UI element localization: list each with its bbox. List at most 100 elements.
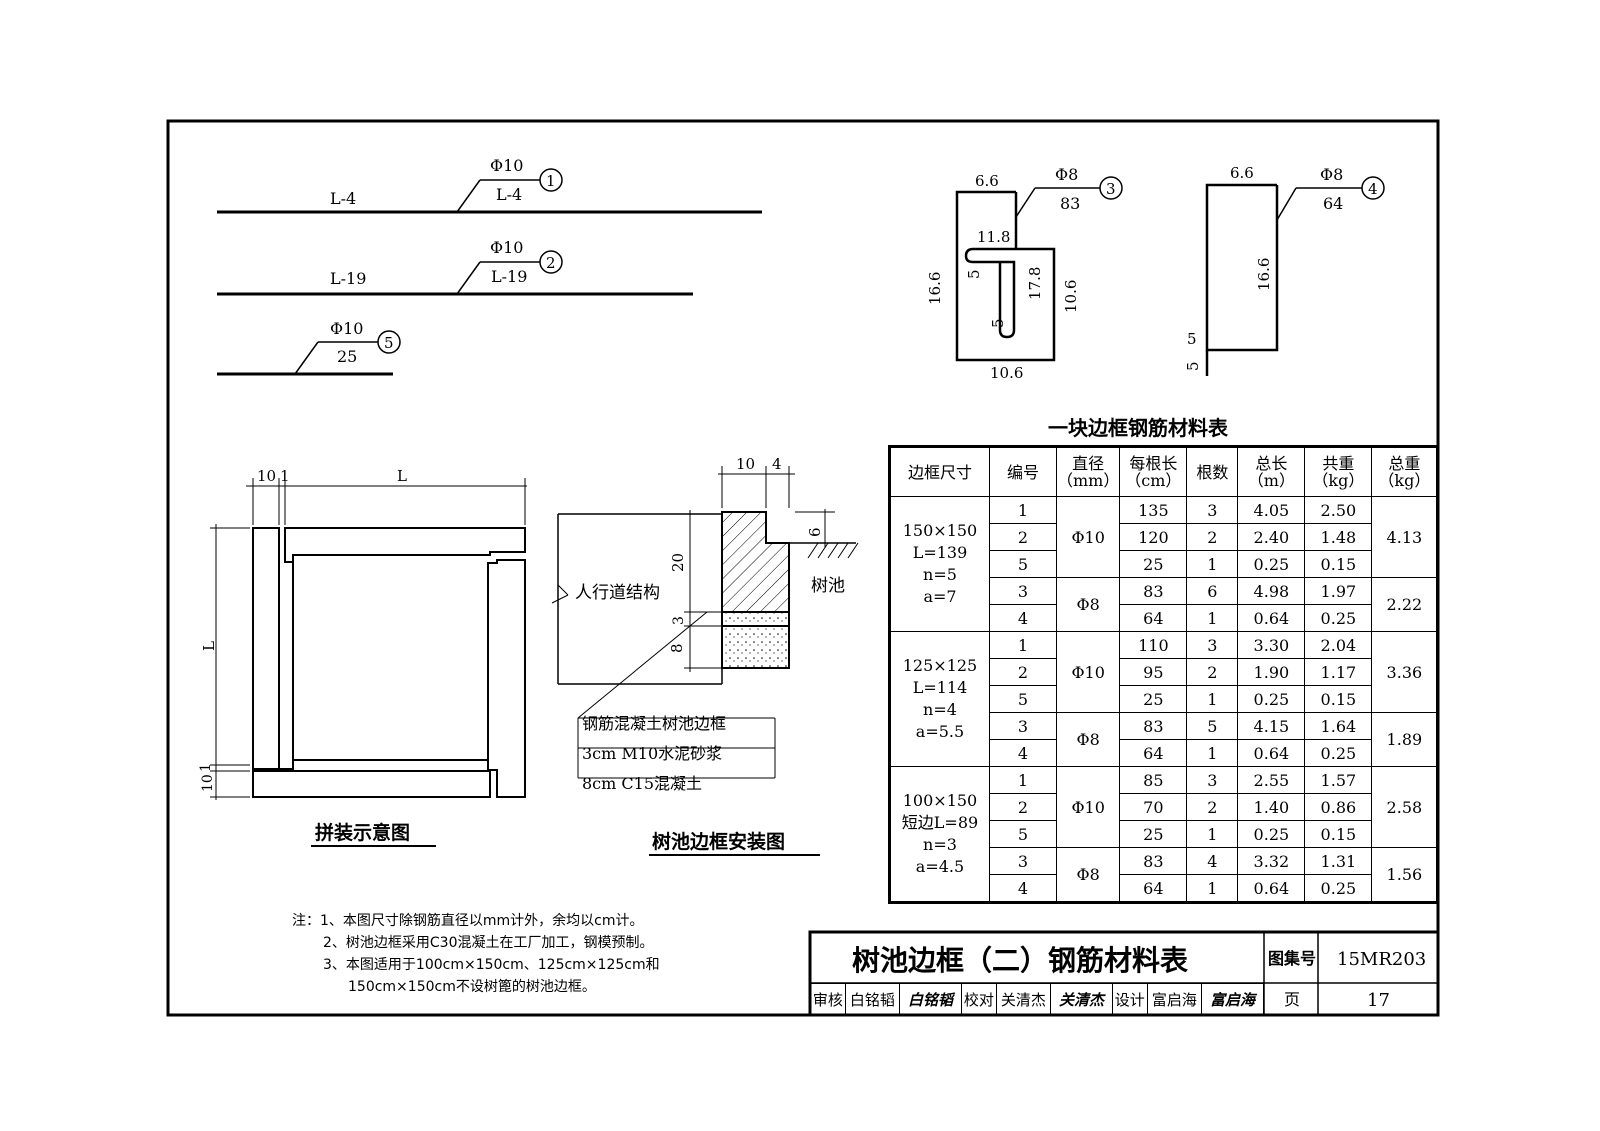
rebar-5-dia: Φ10 bbox=[330, 319, 363, 338]
table-header-cell: 编号 bbox=[989, 446, 1057, 497]
bar-number-cell: 4 bbox=[989, 739, 1057, 767]
bar-number-cell: 5 bbox=[989, 685, 1057, 713]
assembly-dim-L: L bbox=[397, 467, 407, 485]
length-cell: 95 bbox=[1119, 658, 1188, 686]
weight-cell: 1.64 bbox=[1304, 712, 1373, 740]
frame-size-text: L=139 bbox=[912, 543, 968, 562]
length-cell: 85 bbox=[1119, 766, 1188, 794]
count-cell: 1 bbox=[1186, 550, 1239, 578]
total-weight-cell: 1.89 bbox=[1371, 712, 1439, 767]
install-dim-8: 8 bbox=[668, 643, 686, 653]
length-cell: 25 bbox=[1119, 820, 1188, 848]
count-cell: 1 bbox=[1186, 685, 1239, 713]
rebar-2-shape: L-19 Φ10 L-19 2 bbox=[217, 238, 693, 296]
rebar-1-label: L-4 bbox=[330, 189, 356, 208]
review-name: 白铭韬 bbox=[844, 983, 901, 1015]
install-dim-20: 20 bbox=[669, 553, 687, 572]
rebar-4-foot1: 5 bbox=[1187, 330, 1197, 348]
table-header-text: 直径 bbox=[1072, 454, 1105, 473]
length-cell: 110 bbox=[1119, 631, 1188, 659]
length-cell: 83 bbox=[1119, 847, 1188, 875]
weight-cell: 1.48 bbox=[1304, 523, 1373, 551]
install-dimensions bbox=[551, 466, 859, 779]
count-cell: 6 bbox=[1186, 577, 1239, 605]
total-length-cell: 3.32 bbox=[1237, 847, 1306, 875]
assembly-diagram bbox=[252, 527, 526, 798]
rebar-2-label: L-19 bbox=[330, 269, 366, 288]
count-cell: 2 bbox=[1186, 658, 1239, 686]
count-cell: 5 bbox=[1186, 712, 1239, 740]
weight-cell: 1.97 bbox=[1304, 577, 1373, 605]
weight-cell: 0.86 bbox=[1304, 793, 1373, 821]
assembly-dim-10: 10 bbox=[257, 467, 276, 485]
count-cell: 2 bbox=[1186, 793, 1239, 821]
total-length-cell: 4.98 bbox=[1237, 577, 1306, 605]
table-header-text: 每根长 bbox=[1129, 454, 1178, 473]
material-table: 边框尺寸编号直径（mm）每根长（cm）根数总长（m）共重（kg）总重（kg） 1… bbox=[888, 445, 1440, 904]
frame-size-text: 100×150 bbox=[902, 791, 978, 810]
length-cell: 25 bbox=[1119, 550, 1188, 578]
table-header-text: （cm） bbox=[1125, 471, 1182, 490]
bar-number-cell: 4 bbox=[989, 874, 1057, 903]
rebar-4-left: 16.6 bbox=[1255, 258, 1273, 291]
rebar-2-dia: Φ10 bbox=[490, 238, 523, 257]
table-header-text: 根数 bbox=[1196, 462, 1229, 482]
titleblock-title: 树池边框（二）钢筋材料表 bbox=[852, 944, 1188, 977]
install-layer-2: 3cm M10水泥砂浆 bbox=[582, 744, 722, 763]
count-cell: 1 bbox=[1186, 874, 1239, 903]
install-diagram bbox=[557, 511, 856, 685]
total-weight-cell: 2.58 bbox=[1371, 766, 1439, 848]
install-label-walk: 人行道结构 bbox=[575, 583, 660, 603]
length-cell: 25 bbox=[1119, 685, 1188, 713]
count-cell: 3 bbox=[1186, 766, 1239, 794]
total-weight-cell: 4.13 bbox=[1371, 496, 1439, 578]
total-length-cell: 0.25 bbox=[1237, 685, 1306, 713]
count-cell: 2 bbox=[1186, 523, 1239, 551]
rebar-3-len: 83 bbox=[1060, 194, 1080, 213]
total-length-cell: 0.25 bbox=[1237, 550, 1306, 578]
rebar-4-num: 4 bbox=[1368, 180, 1378, 198]
weight-cell: 0.15 bbox=[1304, 685, 1373, 713]
total-length-cell: 0.64 bbox=[1237, 604, 1306, 632]
bar-number-cell: 3 bbox=[989, 577, 1057, 605]
length-cell: 70 bbox=[1119, 793, 1188, 821]
bar-number-cell: 4 bbox=[989, 604, 1057, 632]
frame-size-text: n=4 bbox=[923, 700, 957, 719]
frame-size-text: a=7 bbox=[923, 587, 957, 606]
table-header-cell: 总长（m） bbox=[1237, 446, 1306, 497]
check-name: 关清杰 bbox=[995, 983, 1052, 1015]
install-caption: 树池边框安装图 bbox=[652, 830, 785, 853]
rebar-1-len: L-4 bbox=[496, 185, 522, 204]
bar-number-cell: 3 bbox=[989, 847, 1057, 875]
table-header-text: （m） bbox=[1247, 471, 1295, 490]
note-3: 3、本图适用于100cm×150cm、125cm×125cm和 bbox=[323, 957, 660, 973]
total-length-cell: 0.25 bbox=[1237, 820, 1306, 848]
table-header-text: （mm） bbox=[1057, 471, 1120, 490]
count-cell: 4 bbox=[1186, 847, 1239, 875]
total-weight-cell: 2.22 bbox=[1371, 577, 1439, 632]
check-signature: 关清杰 bbox=[1050, 983, 1113, 1015]
rebar-3-shape: Φ8 83 3 6.6 11.8 5 17.8 10.6 16.6 5 10.6 bbox=[926, 165, 1123, 382]
weight-cell: 0.25 bbox=[1304, 604, 1373, 632]
design-name: 富启海 bbox=[1146, 983, 1203, 1015]
count-cell: 1 bbox=[1186, 820, 1239, 848]
diameter-cell: Φ8 bbox=[1055, 577, 1121, 632]
table-header-text: （kg） bbox=[1378, 471, 1431, 490]
rebar-3-dia: Φ8 bbox=[1055, 165, 1078, 184]
install-layer-1: 钢筋混凝土树池边框 bbox=[582, 714, 726, 733]
total-length-cell: 0.64 bbox=[1237, 874, 1306, 903]
length-cell: 83 bbox=[1119, 577, 1188, 605]
length-cell: 120 bbox=[1119, 523, 1188, 551]
table-header-cell: 每根长（cm） bbox=[1119, 446, 1188, 497]
table-header-cell: 总重（kg） bbox=[1371, 446, 1439, 497]
rebar-1-shape: L-4 Φ10 L-4 1 bbox=[217, 156, 762, 214]
total-length-cell: 2.55 bbox=[1237, 766, 1306, 794]
